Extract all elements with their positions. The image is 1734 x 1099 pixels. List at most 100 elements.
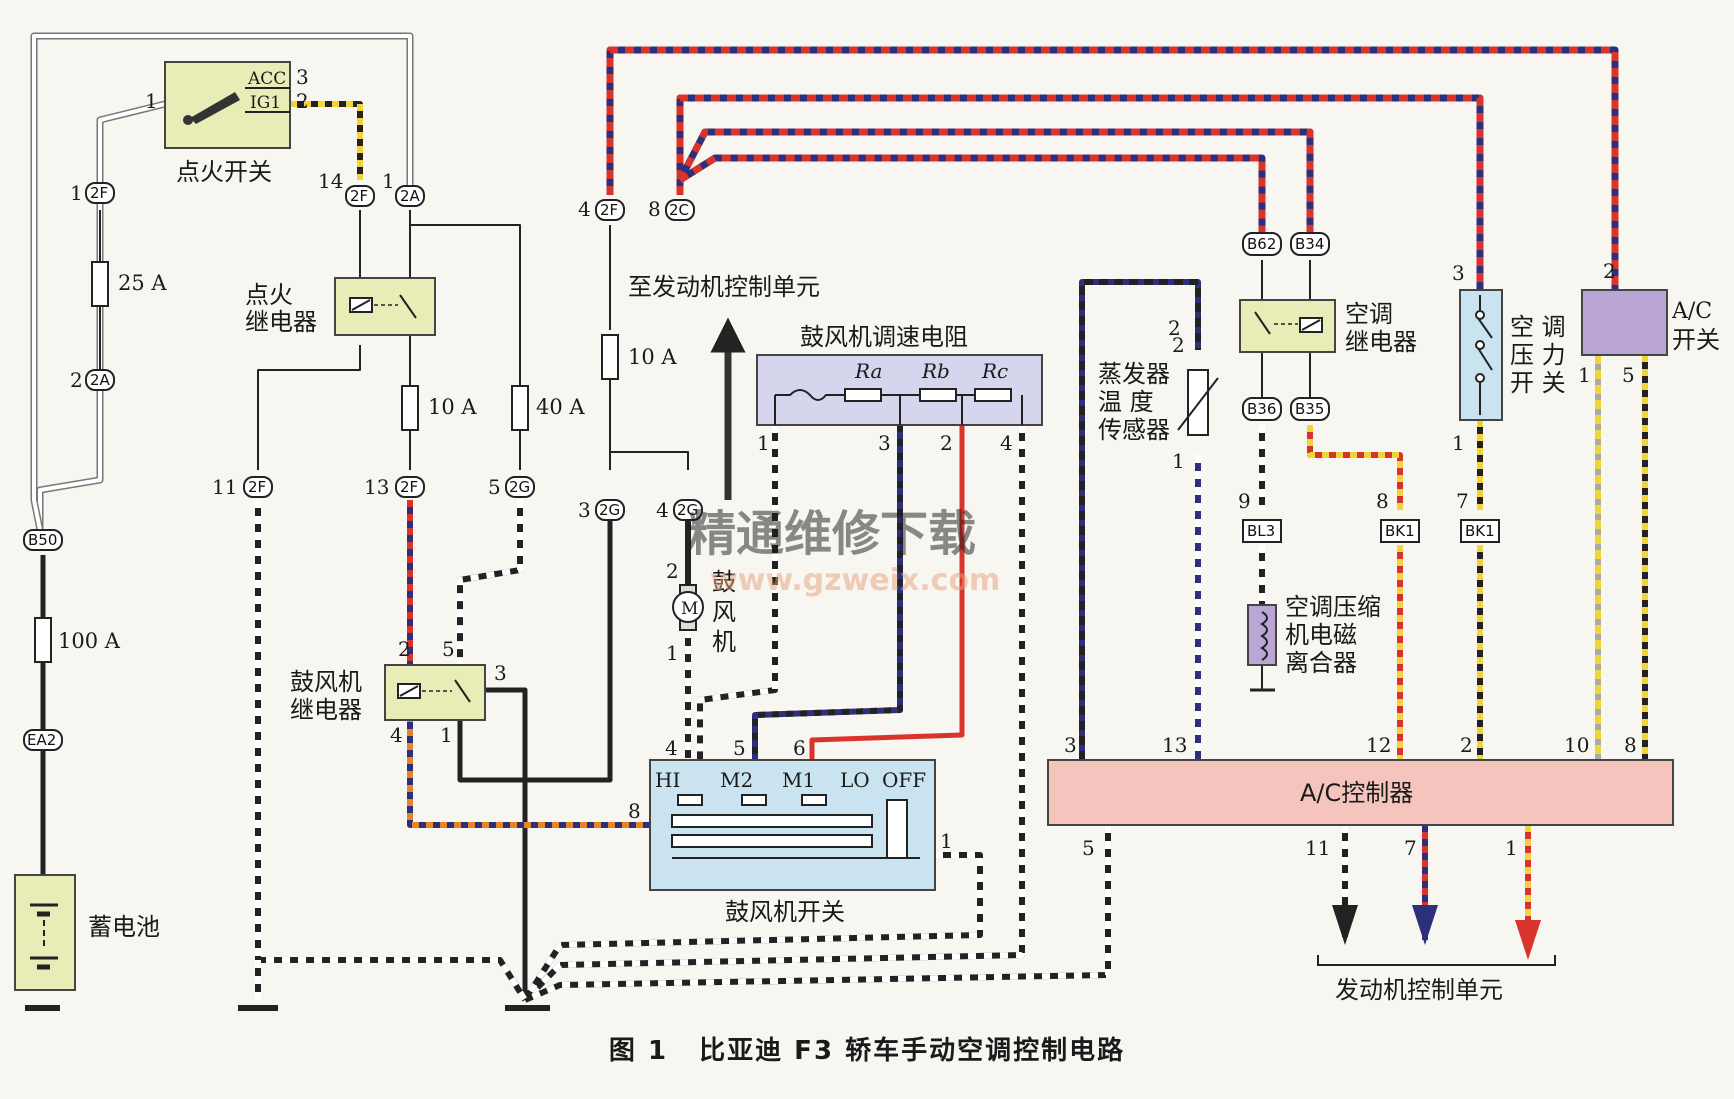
svg-text:2: 2	[1168, 316, 1181, 340]
svg-text:B50: B50	[28, 531, 57, 549]
svg-text:14: 14	[318, 169, 343, 193]
connector-b50: B50	[23, 529, 63, 551]
clutch-label-2: 机电磁	[1285, 621, 1357, 649]
svg-text:BL3: BL3	[1247, 522, 1275, 540]
svg-text:13: 13	[364, 475, 389, 499]
fuses	[34, 261, 619, 663]
connector-b62: B62	[1242, 232, 1282, 256]
svg-text:2: 2	[70, 368, 83, 392]
switch-m2: M2	[720, 768, 753, 792]
connector-2f-13: 2F	[395, 476, 425, 498]
svg-text:2C: 2C	[669, 201, 689, 219]
ctrl-bottom-pin-7: 7	[1404, 836, 1417, 860]
blower-relay-pin4: 4	[390, 723, 403, 747]
connector-b34: B34	[1290, 232, 1330, 256]
to-engine-ecu-label: 至发动机控制单元	[628, 273, 820, 301]
svg-text:B62: B62	[1247, 235, 1276, 253]
connector-2f-1: 2F	[85, 182, 115, 204]
battery-label: 蓄电池	[88, 913, 160, 941]
wire-ground-bus	[255, 957, 528, 1002]
resistor-pin2: 2	[940, 431, 953, 455]
svg-text:2A: 2A	[90, 371, 111, 389]
connector-2c-8: 2C	[665, 199, 695, 221]
svg-text:8: 8	[648, 197, 661, 221]
connector-bl3: BL3	[1242, 519, 1282, 543]
blower-relay-pin2: 2	[398, 637, 411, 661]
svg-text:7: 7	[1456, 489, 1469, 513]
svg-text:EA2: EA2	[27, 731, 56, 749]
ctrl-top-pin-3: 3	[1064, 733, 1077, 757]
resistor-ra: Ra	[854, 359, 882, 383]
resistor-rb: Rb	[921, 359, 950, 383]
wire-relay3	[478, 687, 528, 1000]
svg-text:5: 5	[488, 475, 501, 499]
wire-2g5-relay	[457, 500, 523, 668]
svg-text:BK1: BK1	[1385, 522, 1415, 540]
svg-text:9: 9	[1238, 489, 1251, 513]
ignition-switch-label: 点火开关	[176, 158, 272, 186]
blower-relay-pin1: 1	[440, 723, 453, 747]
svg-text:2F: 2F	[400, 478, 418, 496]
engine-ecu-label: 发动机控制单元	[1335, 976, 1503, 1004]
svg-text:1: 1	[382, 169, 395, 193]
connector-2a-1: 2A	[395, 185, 425, 207]
switch-pin1: 1	[940, 829, 953, 853]
motor-pin2: 2	[666, 559, 679, 583]
svg-text:2A: 2A	[400, 187, 421, 205]
svg-text:BK1: BK1	[1465, 522, 1495, 540]
connector-ea2: EA2	[23, 729, 63, 751]
pin-numbers: 1 2 14 1 4 8 11 13 5 3 4 2 9 8 7	[70, 169, 1469, 522]
clutch-label-3: 离合器	[1285, 649, 1357, 677]
fuse-10a-label: 10 A	[428, 395, 477, 419]
ignition-relay-label1: 点火	[245, 281, 293, 309]
wire-40a	[410, 224, 521, 470]
connector-2g-3: 2G	[595, 499, 625, 521]
ignition-relay-label2: 继电器	[245, 308, 317, 336]
clutch-label-1: 空调压缩	[1285, 593, 1381, 621]
switch-m1: M1	[782, 768, 815, 792]
ctrl-bottom-pin-1: 1	[1505, 836, 1518, 860]
ac-controller-label: A/C控制器	[1300, 779, 1413, 807]
pressure-label-2: 压 力	[1510, 341, 1566, 369]
svg-text:4: 4	[656, 498, 669, 522]
connector-2a-2: 2A	[85, 369, 115, 391]
resistor-pin1: 1	[757, 431, 770, 455]
blower-resistor: Ra Rb Rc 鼓风机调速电阻 1 3 2 4	[756, 323, 1043, 455]
blower-relay: 2 5 3 4 1 鼓风机 继电器	[290, 637, 507, 747]
arrow-ecu-red	[1515, 920, 1541, 960]
resistor-pin4: 4	[1000, 431, 1013, 455]
evap-pin1: 1	[1172, 449, 1185, 473]
switch-pin4: 4	[665, 736, 678, 760]
ac-relay-label1: 空调	[1345, 300, 1393, 328]
pressure-label-1: 空 调	[1510, 313, 1566, 341]
motor-pin1: 1	[666, 641, 679, 665]
blower-relay-label2: 继电器	[290, 696, 362, 724]
connector-2f-14: 2F	[345, 185, 375, 207]
svg-text:2F: 2F	[350, 187, 368, 205]
ctrl-bottom-pin-5: 5	[1082, 836, 1095, 860]
wire-res2-sw6	[809, 425, 965, 760]
svg-text:B34: B34	[1295, 235, 1324, 253]
blower-resistor-label: 鼓风机调速电阻	[800, 323, 968, 351]
acswitch-pin5: 5	[1622, 363, 1635, 387]
wire-ig-relay-coil	[257, 210, 361, 470]
fuse-100a-label: 100 A	[58, 629, 121, 653]
wire-2f4-acswitch	[606, 46, 1619, 290]
connector-2f-11: 2F	[243, 476, 273, 498]
wire-res4-ground	[522, 425, 1025, 1003]
ecu-bracket	[1317, 955, 1556, 966]
wire-ctrl5-ground	[523, 825, 1111, 1003]
figure-caption: 图 1 比亚迪 F3 轿车手动空调控制电路	[0, 1030, 1734, 1067]
wire-2g4-motor	[610, 451, 689, 470]
blower-relay-pin3: 3	[494, 661, 507, 685]
ignition-pin3: 3	[296, 65, 309, 89]
svg-text:B36: B36	[1247, 400, 1276, 418]
caption-fig: 图 1	[608, 1036, 669, 1066]
watermark-line1: 精通维修下载	[688, 506, 976, 562]
svg-text:8: 8	[1376, 489, 1389, 513]
motor-label-2: 风	[712, 598, 736, 626]
pressure-pin3: 3	[1452, 261, 1465, 285]
svg-text:2G: 2G	[599, 501, 620, 519]
switch-hi: HI	[655, 768, 680, 792]
